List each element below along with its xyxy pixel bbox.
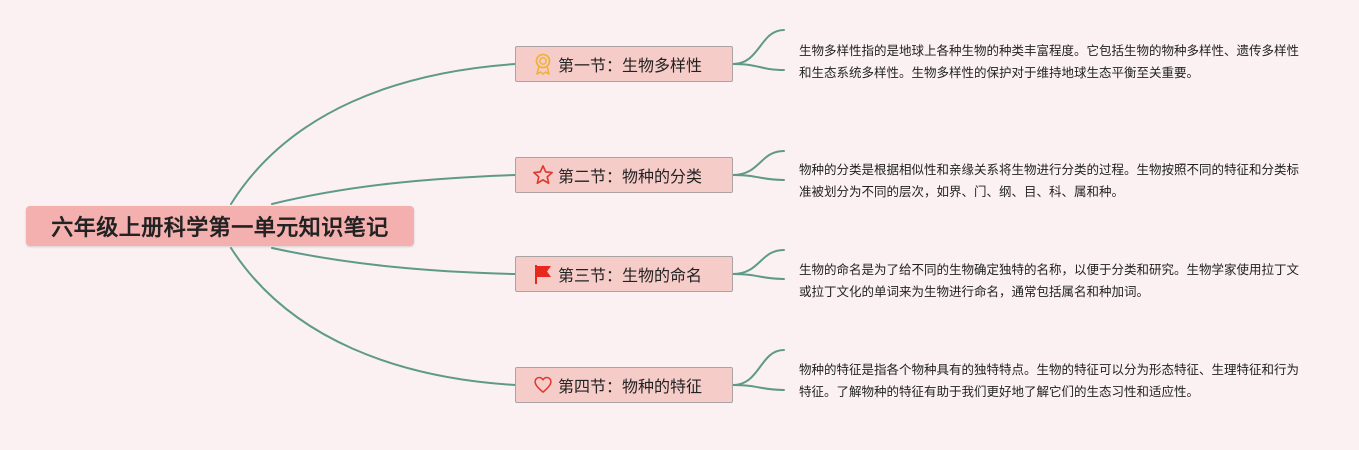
note-section-4: 物种的特征是指各个物种具有的独特特点。生物的特征可以分为形态特征、生理特征和行为…: [799, 362, 1300, 399]
connector-central-to-section-4: [230, 247, 516, 386]
note-section-3: 生物的命名是为了给不同的生物确定独特的名称，以便于分类和研究。生物学家使用拉丁文…: [799, 262, 1300, 299]
star-outline-icon: [532, 164, 554, 186]
topic-section-3-label: 第三节：生物的命名: [558, 266, 703, 285]
connector-section-3-to-note: [732, 249, 785, 275]
topic-section-2-label: 第二节：物种的分类: [558, 167, 703, 186]
central-topic[interactable]: 六年级上册科学第一单元知识笔记: [26, 206, 414, 246]
topic-section-4-label: 第四节：物种的特征: [558, 377, 703, 396]
topic-section-4[interactable]: 第四节：物种的特征: [515, 367, 733, 403]
award-medal-icon: [532, 53, 554, 75]
connector-section-2-note-end: [732, 174, 785, 181]
connector-section-1-to-note: [732, 29, 785, 65]
connector-section-4-to-note: [732, 349, 785, 386]
heart-outline-icon: [532, 374, 554, 396]
red-flag-icon: [532, 263, 554, 285]
topic-section-2[interactable]: 第二节：物种的分类: [515, 157, 733, 193]
note-section-2: 物种的分类是根据相似性和亲缘关系将生物进行分类的过程。生物按照不同的特征和分类标…: [799, 162, 1300, 199]
topic-section-3[interactable]: 第三节：生物的命名: [515, 256, 733, 292]
connector-central-to-section-3: [271, 247, 516, 275]
connector-central-to-section-2: [271, 174, 516, 205]
central-topic-label: 六年级上册科学第一单元知识笔记: [51, 216, 389, 241]
connector-central-to-section-1: [230, 63, 516, 205]
topic-section-1[interactable]: 第一节：生物多样性: [515, 46, 733, 82]
connector-section-2-to-note: [732, 150, 785, 176]
topic-section-1-label: 第一节：生物多样性: [558, 56, 703, 75]
connector-section-1-note-end: [732, 63, 785, 71]
connector-section-3-note-end: [732, 273, 785, 280]
connector-section-4-note-end: [732, 384, 785, 391]
note-section-1: 生物多样性指的是地球上各种生物的种类丰富程度。它包括生物的物种多样性、遗传多样性…: [799, 43, 1300, 80]
